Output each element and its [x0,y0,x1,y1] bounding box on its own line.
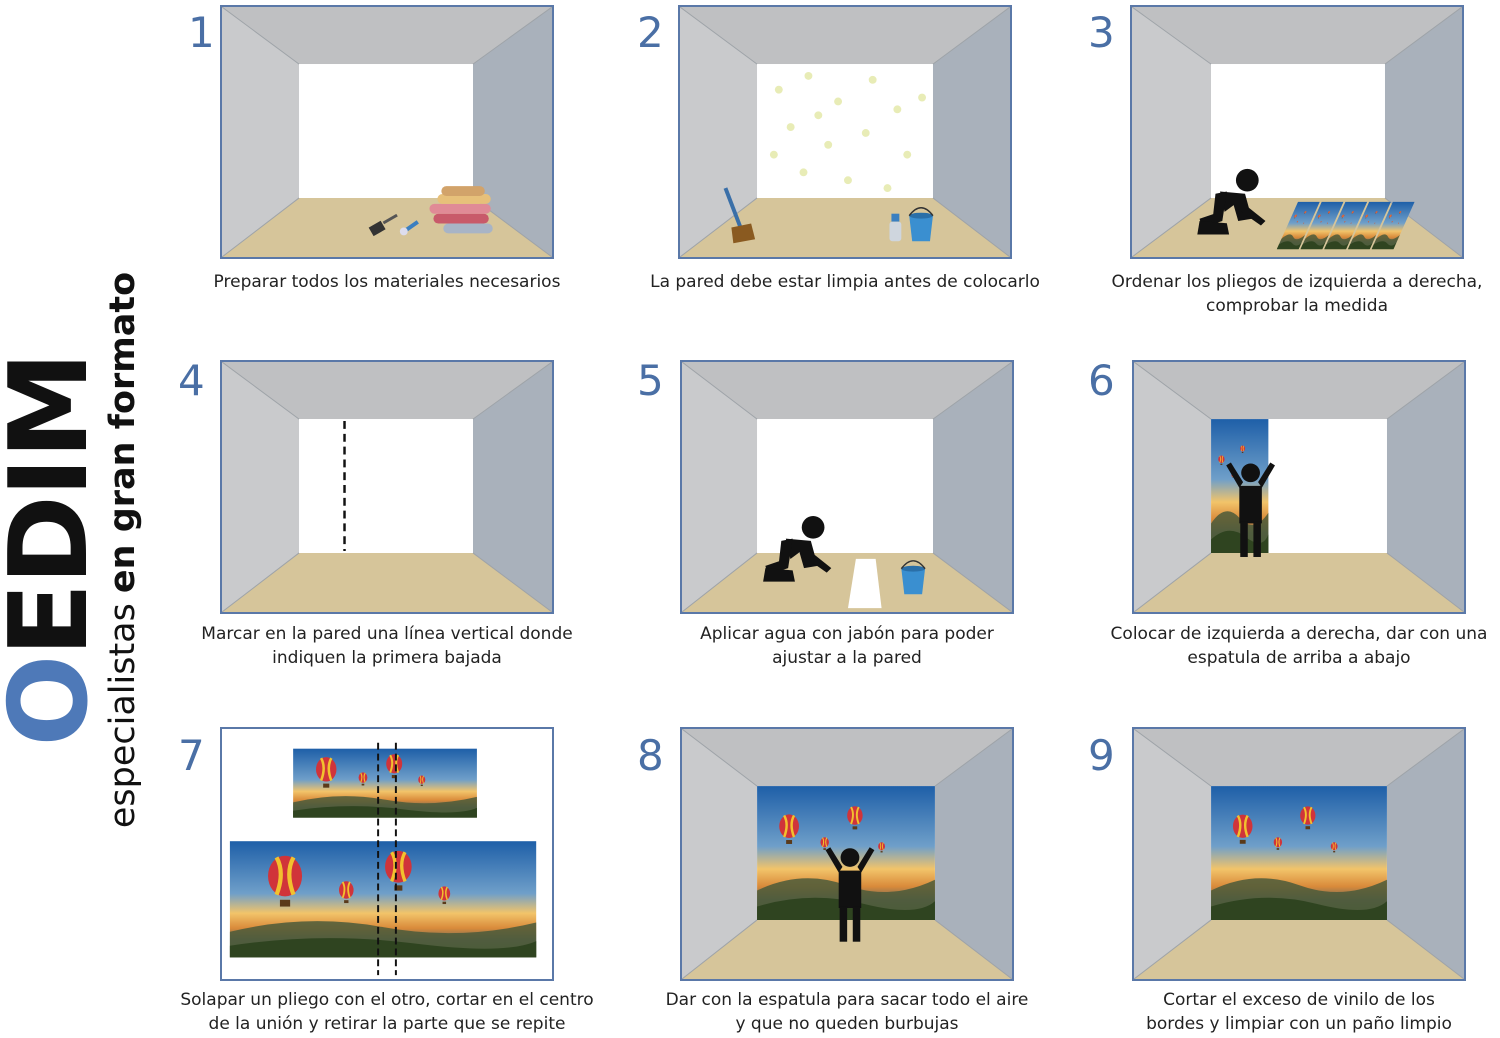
step-number: 2 [637,8,664,57]
step-illustration [678,5,1012,259]
brand-tagline: especialistas en gran formato [98,250,148,850]
step-illustration [1132,360,1466,614]
brand-rotated: OEDIM especialistas en gran formato [0,250,150,850]
mural-sheets-icon [1276,201,1415,250]
step-caption-line: espatula de arriba a abajo [1187,648,1411,668]
step-caption-line: Aplicar agua con jabón para poder [700,624,994,644]
step-illustration [220,727,554,981]
step-caption-line: ajustar a la pared [772,648,922,668]
step-caption: Cortar el exceso de vinilo de los bordes … [1069,988,1500,1036]
step-caption: Aplicar agua con jabón para poder ajustar… [617,622,1077,670]
brand-logo: OEDIM [0,250,112,850]
brand-logo-o: O [0,657,112,747]
spray-bottle-icon [889,213,902,242]
step-caption-line: y que no queden burbujas [735,1014,959,1034]
step-number: 5 [637,356,664,405]
step-illustration [220,5,554,259]
step-illustration [1132,727,1466,981]
step-caption-line: Ordenar los pliegos de izquierda a derec… [1111,272,1483,292]
step-caption-line: comprobar la medida [1205,296,1388,316]
step-caption-line: Cortar el exceso de vinilo de los [1163,990,1435,1010]
brand-sidebar: OEDIM especialistas en gran formato [0,0,150,1038]
step-illustration [680,727,1014,981]
step-caption-line: Colocar de izquierda a derecha, dar con … [1110,624,1488,644]
step-number: 4 [178,356,205,405]
step-number: 8 [637,731,664,780]
step-number: 1 [188,8,215,57]
spatula-icon [399,220,419,236]
brush-icon [368,213,398,237]
step-caption-line: bordes y limpiar con un paño limpio [1146,1014,1452,1034]
step-illustration [220,360,554,614]
step-number: 9 [1088,731,1115,780]
step-caption: Dar con la espatula para sacar todo el a… [617,988,1077,1036]
step-number: 3 [1088,8,1115,57]
step-caption: Ordenar los pliegos de izquierda a derec… [1067,270,1500,318]
brand-tagline-light: especialistas [103,603,143,829]
step-caption: Solapar un pliego con el otro, cortar en… [157,988,617,1036]
step-caption-line: La pared debe estar limpia antes de colo… [650,272,1040,292]
step-caption-line: indiquen la primera bajada [272,648,502,668]
step-caption: La pared debe estar limpia antes de colo… [615,270,1075,294]
step-caption: Colocar de izquierda a derecha, dar con … [1069,622,1500,670]
vinyl-rolls-icon [429,186,493,234]
step-caption: Marcar en la pared una línea vertical do… [157,622,617,670]
brand-logo-rest: EDIM [0,353,112,657]
step-number: 7 [178,731,205,780]
step-caption-line: Dar con la espatula para sacar todo el a… [665,990,1029,1010]
step-number: 6 [1088,356,1115,405]
step-caption-line: Preparar todos los materiales necesarios [213,272,561,292]
step-caption: Preparar todos los materiales necesarios [157,270,617,294]
step-caption-line: de la unión y retirar la parte que se re… [208,1014,566,1034]
step-caption-line: Marcar en la pared una línea vertical do… [201,624,573,644]
step-illustration [1130,5,1464,259]
step-illustration [680,360,1014,614]
step-caption-line: Solapar un pliego con el otro, cortar en… [180,990,594,1010]
brand-tagline-bold: en gran formato [103,271,143,594]
broom-icon [723,187,756,244]
cut-line-icon [377,742,397,976]
